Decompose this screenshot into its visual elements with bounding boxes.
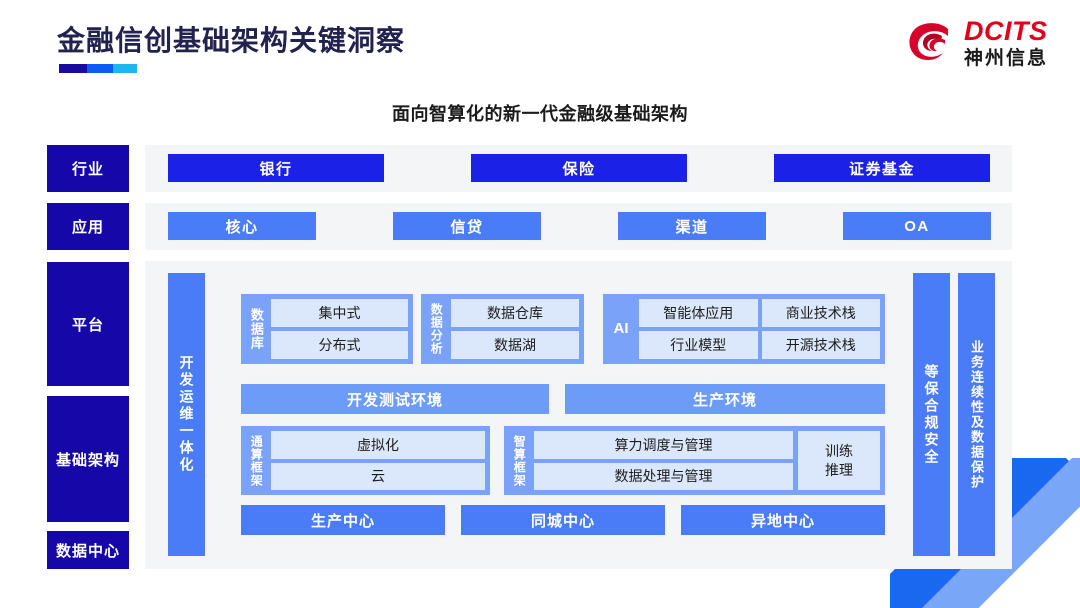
logo-brand-cn: 神州信息 [963, 48, 1048, 69]
sidebar-item-infrastructure[interactable]: 基础架构 [47, 396, 129, 522]
page-title: 金融信创基础架构关键洞察 [57, 25, 406, 56]
sidebar-item-application[interactable]: 应用 [47, 203, 129, 250]
dcits-logo: DCITS 神州信息 [904, 18, 1048, 68]
chip-centralized[interactable]: 集中式 [271, 299, 408, 327]
devops-vertical-bar[interactable]: 开发运维一体化 [168, 273, 205, 556]
accent-segment-3 [113, 64, 137, 73]
chip-data-warehouse[interactable]: 数据仓库 [451, 299, 579, 327]
chip-data-lake[interactable]: 数据湖 [451, 331, 579, 359]
logo-brand-en: DCITS [963, 16, 1048, 46]
chip-compute-scheduling[interactable]: 算力调度与管理 [534, 431, 793, 459]
group-data-analysis[interactable]: 数据分析 数据仓库 数据湖 [421, 294, 584, 364]
chip-inference-line: 推理 [825, 461, 853, 478]
chip-cloud[interactable]: 云 [271, 462, 485, 490]
title-accent-bar [59, 64, 137, 73]
business-continuity-vertical-bar[interactable]: 业务连续性及数据保护 [958, 273, 995, 556]
industry-chip-insurance[interactable]: 保险 [471, 154, 687, 182]
bar-remote-center[interactable]: 异地中心 [681, 505, 885, 535]
sidebar-item-data-center[interactable]: 数据中心 [47, 531, 129, 569]
chip-virtualization[interactable]: 虚拟化 [271, 431, 485, 459]
group-ai-compute-framework[interactable]: 智算框架 算力调度与管理 数据处理与管理 训练 推理 [504, 426, 885, 495]
application-chip-oa[interactable]: OA [843, 212, 991, 240]
bar-metro-center[interactable]: 同城中心 [461, 505, 665, 535]
group-data-analysis-label: 数据分析 [429, 303, 444, 355]
chip-training-inference[interactable]: 训练 推理 [798, 431, 880, 490]
bar-production-environment[interactable]: 生产环境 [565, 384, 885, 414]
accent-segment-2 [87, 64, 113, 73]
chip-distributed[interactable]: 分布式 [271, 331, 408, 359]
group-database[interactable]: 数据库 集中式 分布式 [241, 294, 413, 364]
chip-open-source-tech-stack[interactable]: 开源技术栈 [761, 331, 880, 359]
application-chip-core[interactable]: 核心 [168, 212, 316, 240]
bar-dev-test-environment[interactable]: 开发测试环境 [241, 384, 549, 414]
chip-industry-model[interactable]: 行业模型 [639, 331, 758, 359]
chip-agent-application[interactable]: 智能体应用 [639, 299, 758, 327]
chip-data-processing[interactable]: 数据处理与管理 [534, 462, 793, 490]
page-subtitle: 面向智算化的新一代金融级基础架构 [392, 104, 688, 124]
group-ai-compute-label: 智算框架 [512, 434, 527, 487]
application-chip-credit[interactable]: 信贷 [393, 212, 541, 240]
application-chip-channel[interactable]: 渠道 [618, 212, 766, 240]
industry-chip-bank[interactable]: 银行 [168, 154, 384, 182]
group-database-label: 数据库 [248, 308, 264, 350]
sidebar-item-platform[interactable]: 平台 [47, 262, 129, 386]
chip-training-line: 训练 [825, 442, 853, 459]
group-ai[interactable]: AI 智能体应用 商业技术栈 行业模型 开源技术栈 [603, 294, 885, 364]
accent-segment-1 [59, 64, 87, 73]
sidebar-item-industry[interactable]: 行业 [47, 145, 129, 192]
bar-production-center[interactable]: 生产中心 [241, 505, 445, 535]
chip-commercial-tech-stack[interactable]: 商业技术栈 [761, 299, 880, 327]
industry-chip-securities-fund[interactable]: 证券基金 [774, 154, 990, 182]
security-compliance-vertical-bar[interactable]: 等保合规安全 [913, 273, 950, 556]
group-ai-label: AI [613, 320, 629, 338]
group-general-compute-framework[interactable]: 通算框架 虚拟化 云 [241, 426, 490, 495]
dcits-swoosh-icon [909, 23, 948, 61]
group-general-compute-label: 通算框架 [249, 434, 264, 487]
